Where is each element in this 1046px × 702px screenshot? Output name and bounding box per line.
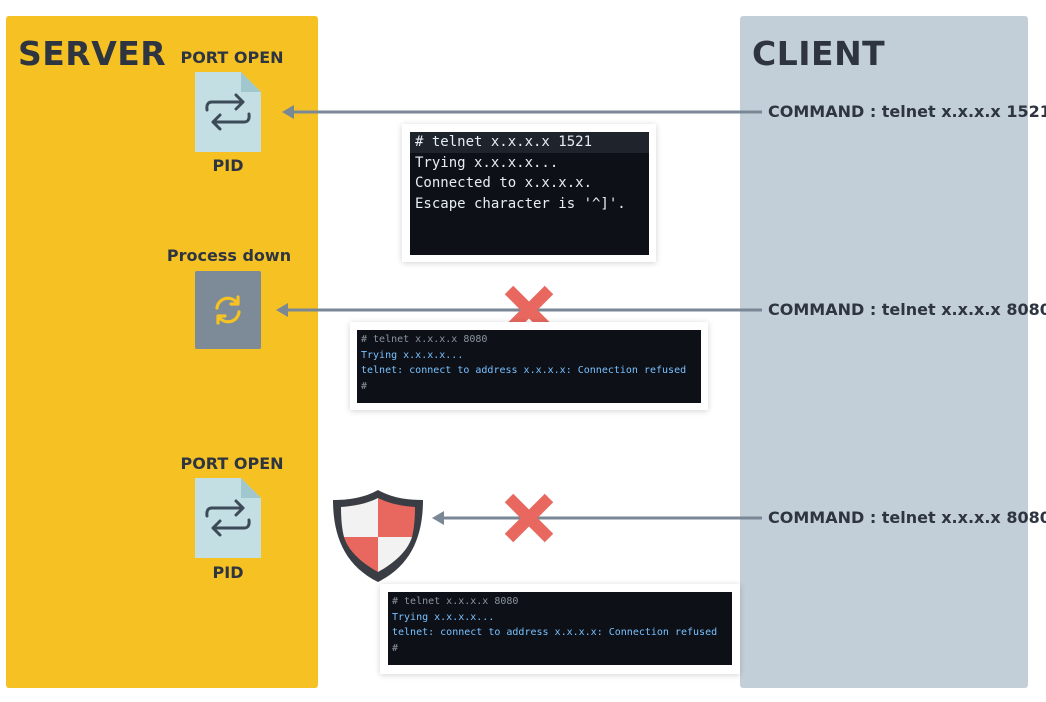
terminal-line: # telnet x.x.x.x 8080 [361,334,488,345]
terminal-output: # telnet x.x.x.x 8080 Trying x.x.x.x... … [388,592,732,665]
swap-file-icon [195,72,261,152]
client-title: CLIENT [752,34,886,73]
pid-label-2: PID [212,563,244,582]
refresh-icon [215,295,241,325]
terminal-line: Connected to x.x.x.x. [415,175,593,191]
terminal-line: telnet: connect to address x.x.x.x: Conn… [361,365,687,376]
pid-label-1: PID [212,156,244,175]
client-panel [740,16,1028,688]
terminal-output: # telnet x.x.x.x 8080 Trying x.x.x.x... … [357,330,701,403]
terminal-line: Trying x.x.x.x... [392,611,495,623]
process-down-label: Process down [166,246,292,265]
port-open-label-2: PORT OPEN [180,454,284,473]
terminal-line: Escape character is '^]'. [415,195,626,212]
client-command-1: COMMAND : telnet x.x.x.x 1521 [768,102,1046,121]
port-open-label-1: PORT OPEN [180,48,284,67]
terminal-card: # telnet x.x.x.x 1521 Trying x.x.x.x... … [402,124,656,262]
terminal-line: Trying x.x.x.x... [361,349,464,361]
terminal-card: # telnet x.x.x.x 8080 Trying x.x.x.x... … [350,322,708,410]
server-panel [6,16,318,688]
terminal-line: # telnet x.x.x.x 8080 [392,596,519,607]
arrow-left-icon [282,105,762,119]
terminal-line: Trying x.x.x.x... [415,154,559,171]
terminal-line: # [392,642,399,654]
server-title: SERVER [18,34,167,73]
terminal-line: telnet: connect to address x.x.x.x: Conn… [392,627,718,638]
terminal-line: # [361,380,368,392]
swap-file-icon [195,478,261,558]
terminal-card: # telnet x.x.x.x 8080 Trying x.x.x.x... … [380,584,740,674]
firewall-shield-icon [333,490,423,582]
terminal-line: # telnet x.x.x.x 1521 [410,132,649,153]
client-command-3: COMMAND : telnet x.x.x.x 8080 [768,508,1046,527]
blocked-cross-icon [504,493,554,543]
client-command-2: COMMAND : telnet x.x.x.x 8080 [768,300,1046,319]
terminal-output: # telnet x.x.x.x 1521 Trying x.x.x.x... … [410,132,649,255]
process-box [195,271,261,349]
arrow-left-icon [432,511,762,525]
